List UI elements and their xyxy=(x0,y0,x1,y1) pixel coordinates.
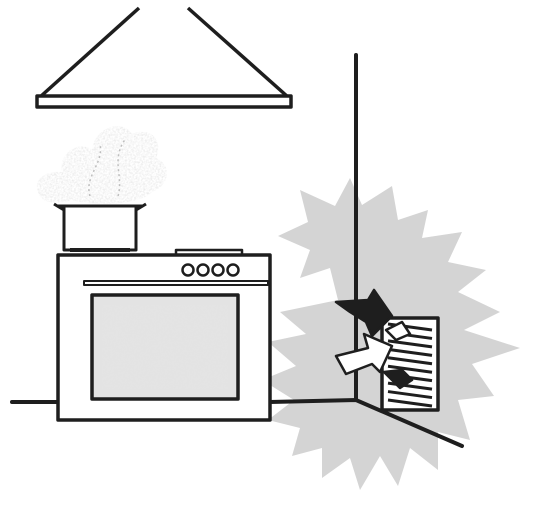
cooking-pot xyxy=(54,204,146,250)
range-hood xyxy=(37,8,291,107)
oven-window xyxy=(102,305,228,389)
burner-knob xyxy=(228,265,239,276)
burner-knob xyxy=(213,265,224,276)
burner-knob xyxy=(183,265,194,276)
cooker xyxy=(58,250,270,420)
hood-chimney-left xyxy=(40,8,139,97)
steam xyxy=(37,126,167,204)
control-panel-strip xyxy=(84,281,268,285)
hood-canopy xyxy=(37,96,291,107)
pot-body xyxy=(64,206,136,250)
burner-knob xyxy=(198,265,209,276)
hood-chimney-right xyxy=(188,8,288,97)
